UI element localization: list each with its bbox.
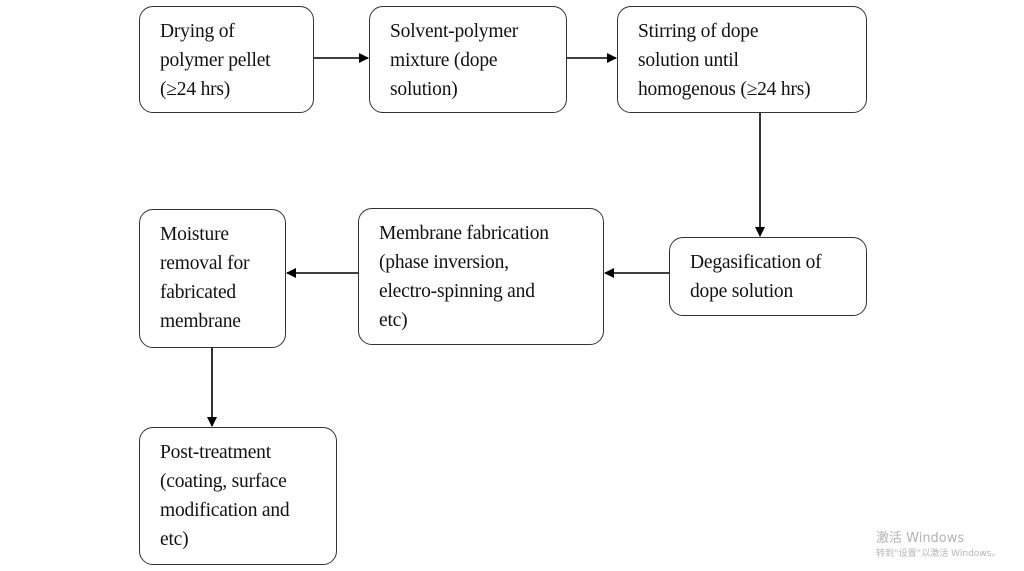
step-moisture-removal: Moisture removal for fabricated membrane [139, 209, 286, 348]
step-drying-polymer-pellet: Drying of polymer pellet (≥24 hrs) [139, 6, 314, 113]
windows-activation-watermark-title: 激活 Windows [876, 531, 965, 546]
step-post-treatment: Post-treatment (coating, surface modific… [139, 427, 337, 565]
step-membrane-fabrication: Membrane fabrication (phase inversion, e… [358, 208, 604, 345]
step-degasification: Degasification of dope solution [669, 237, 867, 316]
windows-activation-watermark-subtitle: 转到“设置”以激活 Windows。 [876, 549, 1001, 559]
step-stirring-dope-solution: Stirring of dope solution until homogeno… [617, 6, 867, 113]
step-solvent-polymer-mixture: Solvent-polymer mixture (dope solution) [369, 6, 567, 113]
